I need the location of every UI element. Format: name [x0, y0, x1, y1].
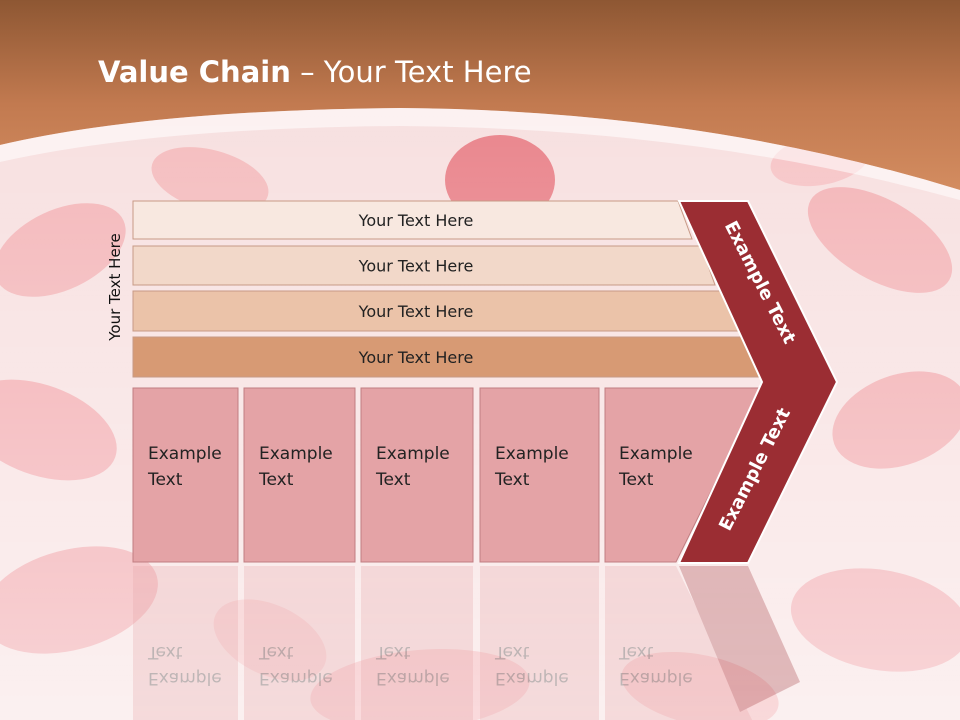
activity-box-label-5-line1: Example — [619, 444, 693, 464]
activity-box-label-1-line2: Text — [147, 470, 183, 490]
activity-box-3 — [360, 387, 474, 563]
chain-bar-label-2: Your Text Here — [358, 257, 474, 276]
svg-text:Example: Example — [259, 668, 333, 688]
activity-box-1 — [132, 387, 239, 563]
svg-text:Text: Text — [147, 642, 183, 662]
svg-text:Text: Text — [258, 642, 294, 662]
chain-bar-label-3: Your Text Here — [358, 302, 474, 321]
activity-box-label-2-line1: Example — [259, 444, 333, 464]
page-title: Value Chain – Your Text Here — [98, 55, 532, 89]
activity-box-label-2-line2: Text — [258, 470, 294, 490]
activity-box-4 — [479, 387, 600, 563]
header-highlight-curve — [0, 108, 960, 200]
chevron-arrow — [677, 200, 839, 564]
activity-box-label-3-line2: Text — [375, 470, 411, 490]
chain-bar-1 — [132, 200, 693, 240]
header-band — [0, 0, 960, 190]
activity-box-label-5-line2: Text — [618, 470, 654, 490]
svg-text:Text: Text — [494, 642, 530, 662]
svg-text:Text: Text — [618, 642, 654, 662]
svg-text:Text: Text — [375, 642, 411, 662]
chain-bar-label-1: Your Text Here — [358, 211, 474, 230]
activity-box-2 — [243, 387, 356, 563]
activity-box-label-4-line1: Example — [495, 444, 569, 464]
activity-box-5 — [604, 387, 763, 563]
svg-text:Example: Example — [619, 668, 693, 688]
activity-box-label-1-line1: Example — [148, 444, 222, 464]
svg-text:Example: Example — [495, 668, 569, 688]
chain-bar-label-4: Your Text Here — [358, 348, 474, 367]
activity-box-label-3-line1: Example — [376, 444, 450, 464]
svg-text:Example: Example — [376, 668, 450, 688]
chain-bar-2 — [132, 245, 716, 286]
activity-box-label-4-line2: Text — [494, 470, 530, 490]
svg-text:Example: Example — [148, 668, 222, 688]
